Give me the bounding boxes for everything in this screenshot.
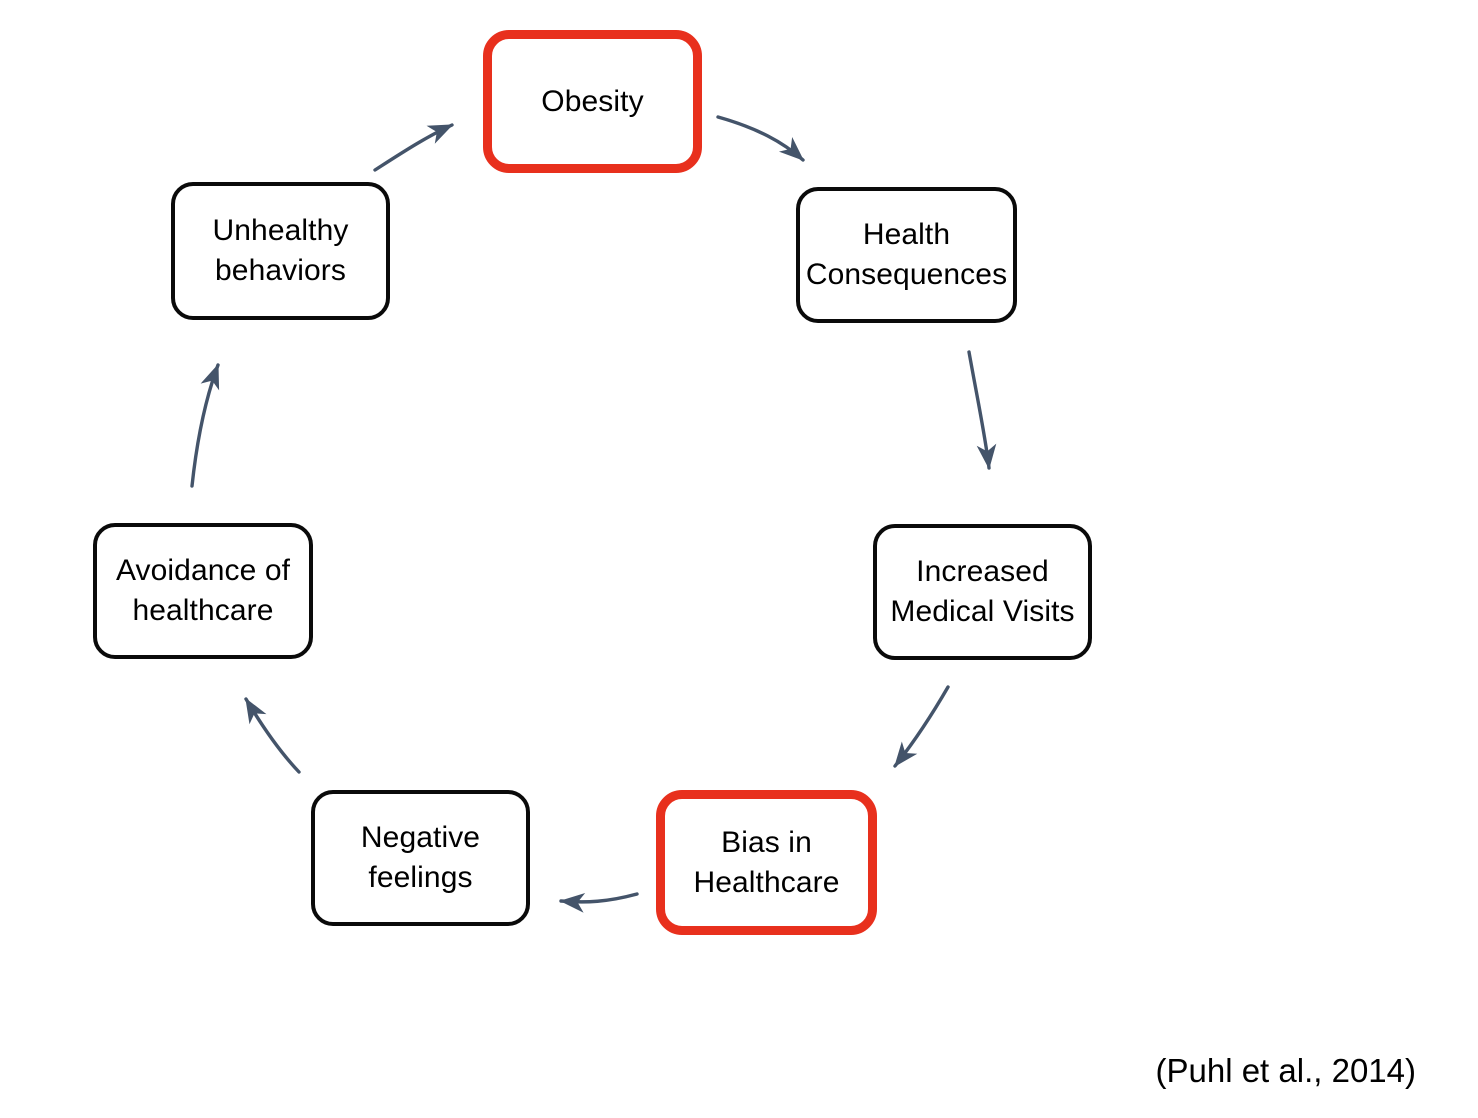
arrow-avoidance-of-healthcare-to-unhealthy-behaviors xyxy=(190,363,220,488)
node-negative-feelings[interactable]: Negative feelings xyxy=(311,790,530,926)
node-increased-medical-visits-label: Increased Medical Visits xyxy=(890,555,1075,628)
node-increased-medical-visits[interactable]: Increased Medical Visits xyxy=(873,524,1092,660)
node-health-consequences[interactable]: Health Consequences xyxy=(796,187,1017,323)
arrow-increased-medical-visits-to-bias-in-healthcare xyxy=(893,685,950,768)
node-negative-feelings-label: Negative feelings xyxy=(360,821,481,894)
node-bias-in-healthcare[interactable]: Bias in Healthcare xyxy=(656,790,877,935)
citation-text: (Puhl et al., 2014) xyxy=(1155,1052,1417,1089)
arrow-obesity-to-health-consequences xyxy=(716,115,805,162)
arrow-negative-feelings-to-avoidance-of-healthcare xyxy=(244,697,301,774)
arrow-bias-in-healthcare-to-negative-feelings xyxy=(559,892,639,913)
node-avoidance-of-healthcare[interactable]: Avoidance of healthcare xyxy=(93,523,313,659)
node-unhealthy-behaviors[interactable]: Unhealthy behaviors xyxy=(171,182,390,320)
node-obesity[interactable]: Obesity xyxy=(483,30,702,173)
arrow-health-consequences-to-increased-medical-visits xyxy=(967,350,997,470)
node-unhealthy-behaviors-label: Unhealthy behaviors xyxy=(212,214,349,287)
node-obesity-label: Obesity xyxy=(541,84,644,118)
arrow-unhealthy-behaviors-to-obesity xyxy=(373,123,454,172)
node-health-consequences-label: Health Consequences xyxy=(805,218,1008,291)
node-avoidance-of-healthcare-label: Avoidance of healthcare xyxy=(115,554,291,627)
node-bias-in-healthcare-label: Bias in Healthcare xyxy=(693,825,840,899)
